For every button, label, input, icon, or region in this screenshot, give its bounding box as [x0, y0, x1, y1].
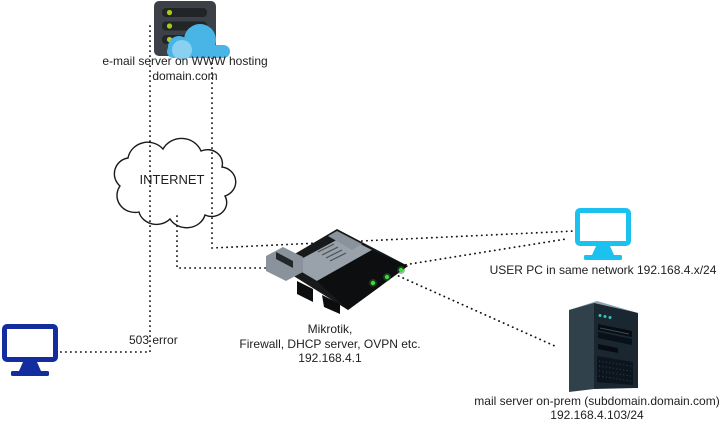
monitor-frame	[575, 208, 631, 246]
mail-server-tower-icon[interactable]	[569, 301, 638, 392]
router-vents	[317, 243, 347, 262]
connector-email-to-client-pc	[51, 25, 151, 353]
email-server-label: e-mail server on WWW hosting domain.com	[55, 54, 315, 84]
connector-router-to-mail-server	[393, 273, 558, 348]
router-label: Mikrotik, Firewall, DHCP server, OVPN et…	[230, 322, 430, 366]
mikrotik-router-icon[interactable]	[266, 229, 408, 314]
cloud-front-puff	[172, 40, 192, 60]
tower-drive-bay	[598, 324, 632, 337]
server-slot	[162, 8, 207, 17]
hosting-cloud-icon	[167, 24, 230, 60]
tower-side	[569, 303, 594, 392]
router-leds	[369, 266, 405, 287]
server-led	[166, 23, 173, 29]
router-label-line2: Firewall, DHCP server, OVPN etc.	[239, 336, 421, 351]
connector-router-to-user-pc	[390, 238, 567, 268]
router-foot	[322, 295, 340, 314]
monitor-stand	[19, 362, 41, 371]
email-server-rack-icon[interactable]	[154, 1, 230, 60]
internet-cloud-outline	[113, 137, 237, 229]
tower-drive-bay	[598, 332, 632, 345]
router-port-block	[266, 247, 303, 281]
router-port-notch	[276, 252, 293, 268]
user-pc-label: USER PC in same network 192.168.4.x/24	[489, 263, 717, 277]
bay-highlight	[599, 327, 630, 335]
connector-cloud-to-router	[176, 215, 279, 269]
monitor-frame	[2, 324, 58, 362]
router-front-face	[317, 250, 408, 310]
client-pc-monitor-icon[interactable]	[2, 324, 58, 377]
monitor-base	[11, 371, 49, 376]
router-foot	[297, 281, 313, 302]
tower-small-slot	[598, 344, 618, 353]
mail-server-label: mail server on-prem (subdomain.domain.co…	[467, 394, 723, 422]
mail-server-label-line1: mail server on-prem (subdomain.domain.co…	[474, 394, 720, 408]
tower-mesh	[597, 356, 633, 385]
email-server-label-line2: domain.com	[152, 69, 218, 83]
connector-email-to-user-pc	[211, 17, 576, 249]
user-pc-monitor-icon[interactable]	[575, 208, 631, 261]
internet-cloud-icon[interactable]	[113, 137, 237, 229]
router-top-corner	[328, 231, 362, 250]
error-503-label: 503 error	[129, 333, 178, 347]
monitor-stand	[592, 246, 614, 255]
tower-leds	[598, 314, 612, 319]
email-server-label-line1: e-mail server on WWW hosting	[102, 54, 268, 68]
router-label-line3: 192.168.4.1	[298, 351, 362, 366]
internet-label: INTERNET	[139, 172, 205, 187]
monitor-base	[584, 255, 622, 260]
mail-server-label-line2: 192.168.4.103/24	[550, 408, 644, 422]
server-led	[166, 9, 173, 16]
router-label-line1: Mikrotik,	[307, 322, 353, 336]
